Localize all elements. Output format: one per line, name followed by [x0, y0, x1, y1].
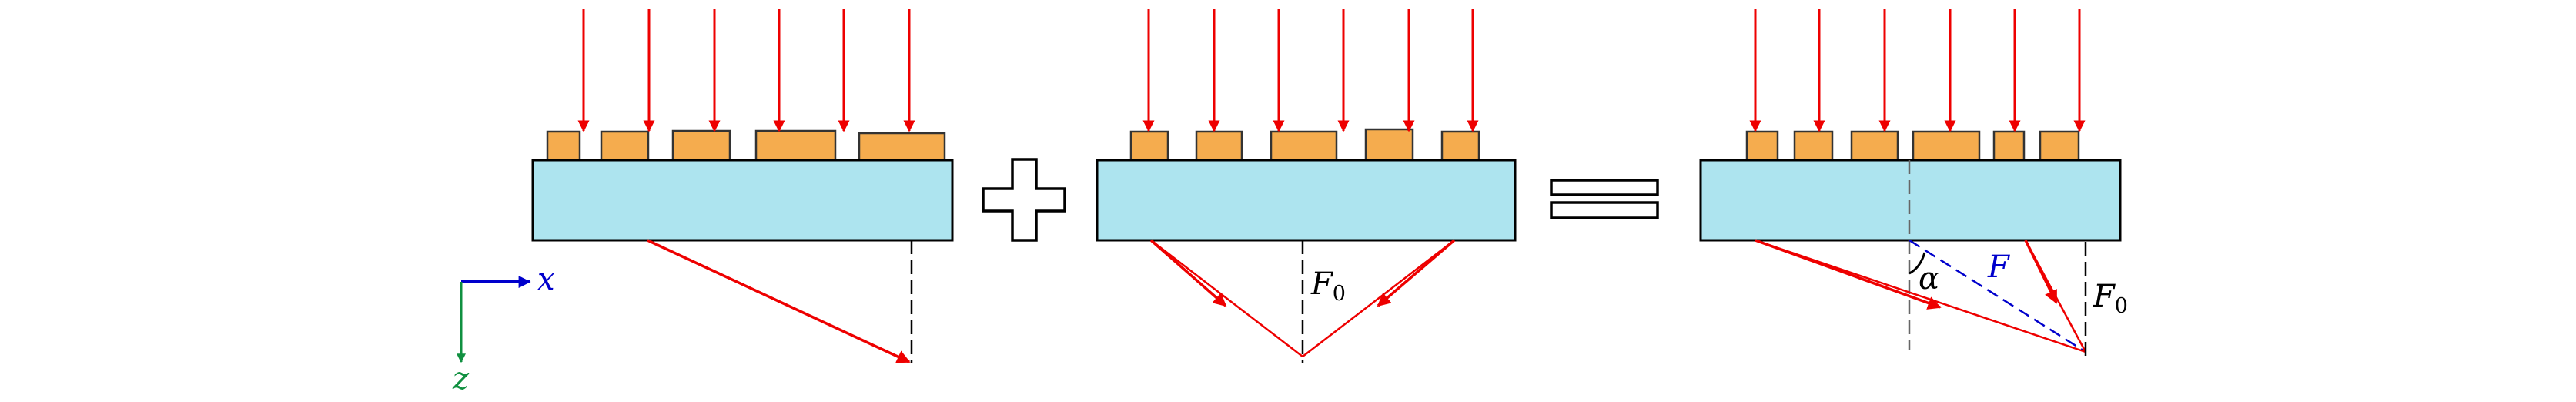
alpha-label: α: [1919, 261, 1939, 296]
focus-ray-left: [1150, 240, 1303, 357]
x-axis-label: x: [537, 262, 555, 297]
nanopillar: [2039, 130, 2080, 162]
nanopillar: [600, 130, 650, 162]
focal-length-label: F0: [1310, 266, 1346, 306]
substrate: [1699, 159, 2122, 242]
nanopillar: [1992, 130, 2026, 162]
plus-sign: [982, 158, 1066, 242]
F-dashed-line: [1909, 239, 2086, 353]
nanopillar: [858, 132, 946, 162]
panel-2-focusing-lens: F0: [1096, 9, 1517, 363]
nanopillar: [546, 130, 581, 162]
angle-arc: [1909, 252, 1926, 275]
nanopillar: [1793, 130, 1834, 162]
nanopillar: [1912, 130, 1981, 162]
focus-ray-left-arrow: [1149, 239, 1227, 307]
substrate: [531, 159, 954, 242]
panel-1-linear-phase: [531, 9, 954, 363]
nanopillar: [1195, 130, 1243, 162]
F-label: F: [1987, 250, 2010, 285]
z-axis-label: z: [452, 361, 470, 397]
substrate: [1096, 159, 1517, 242]
ray-right-arrow: [2024, 240, 2058, 304]
panel-3-off-axis-focusing: α F F0: [1699, 9, 2128, 358]
nanopillar: [671, 129, 731, 162]
focus-ray-right-arrow: [1377, 239, 1456, 307]
coordinate-axes: x z: [452, 262, 555, 397]
focal-length-label: F0: [2093, 279, 2128, 318]
nanopillar: [754, 129, 837, 162]
nanopillar: [1270, 130, 1338, 162]
ray-left-arrow: [1755, 239, 1942, 310]
nanopillar: [1745, 130, 1779, 162]
nanopillar: [1440, 130, 1480, 162]
nanopillar: [1364, 128, 1414, 162]
deflected-ray: [647, 239, 911, 363]
nanopillar: [1129, 130, 1169, 162]
nanopillar: [1850, 130, 1899, 162]
equals-sign: [1550, 179, 1659, 219]
